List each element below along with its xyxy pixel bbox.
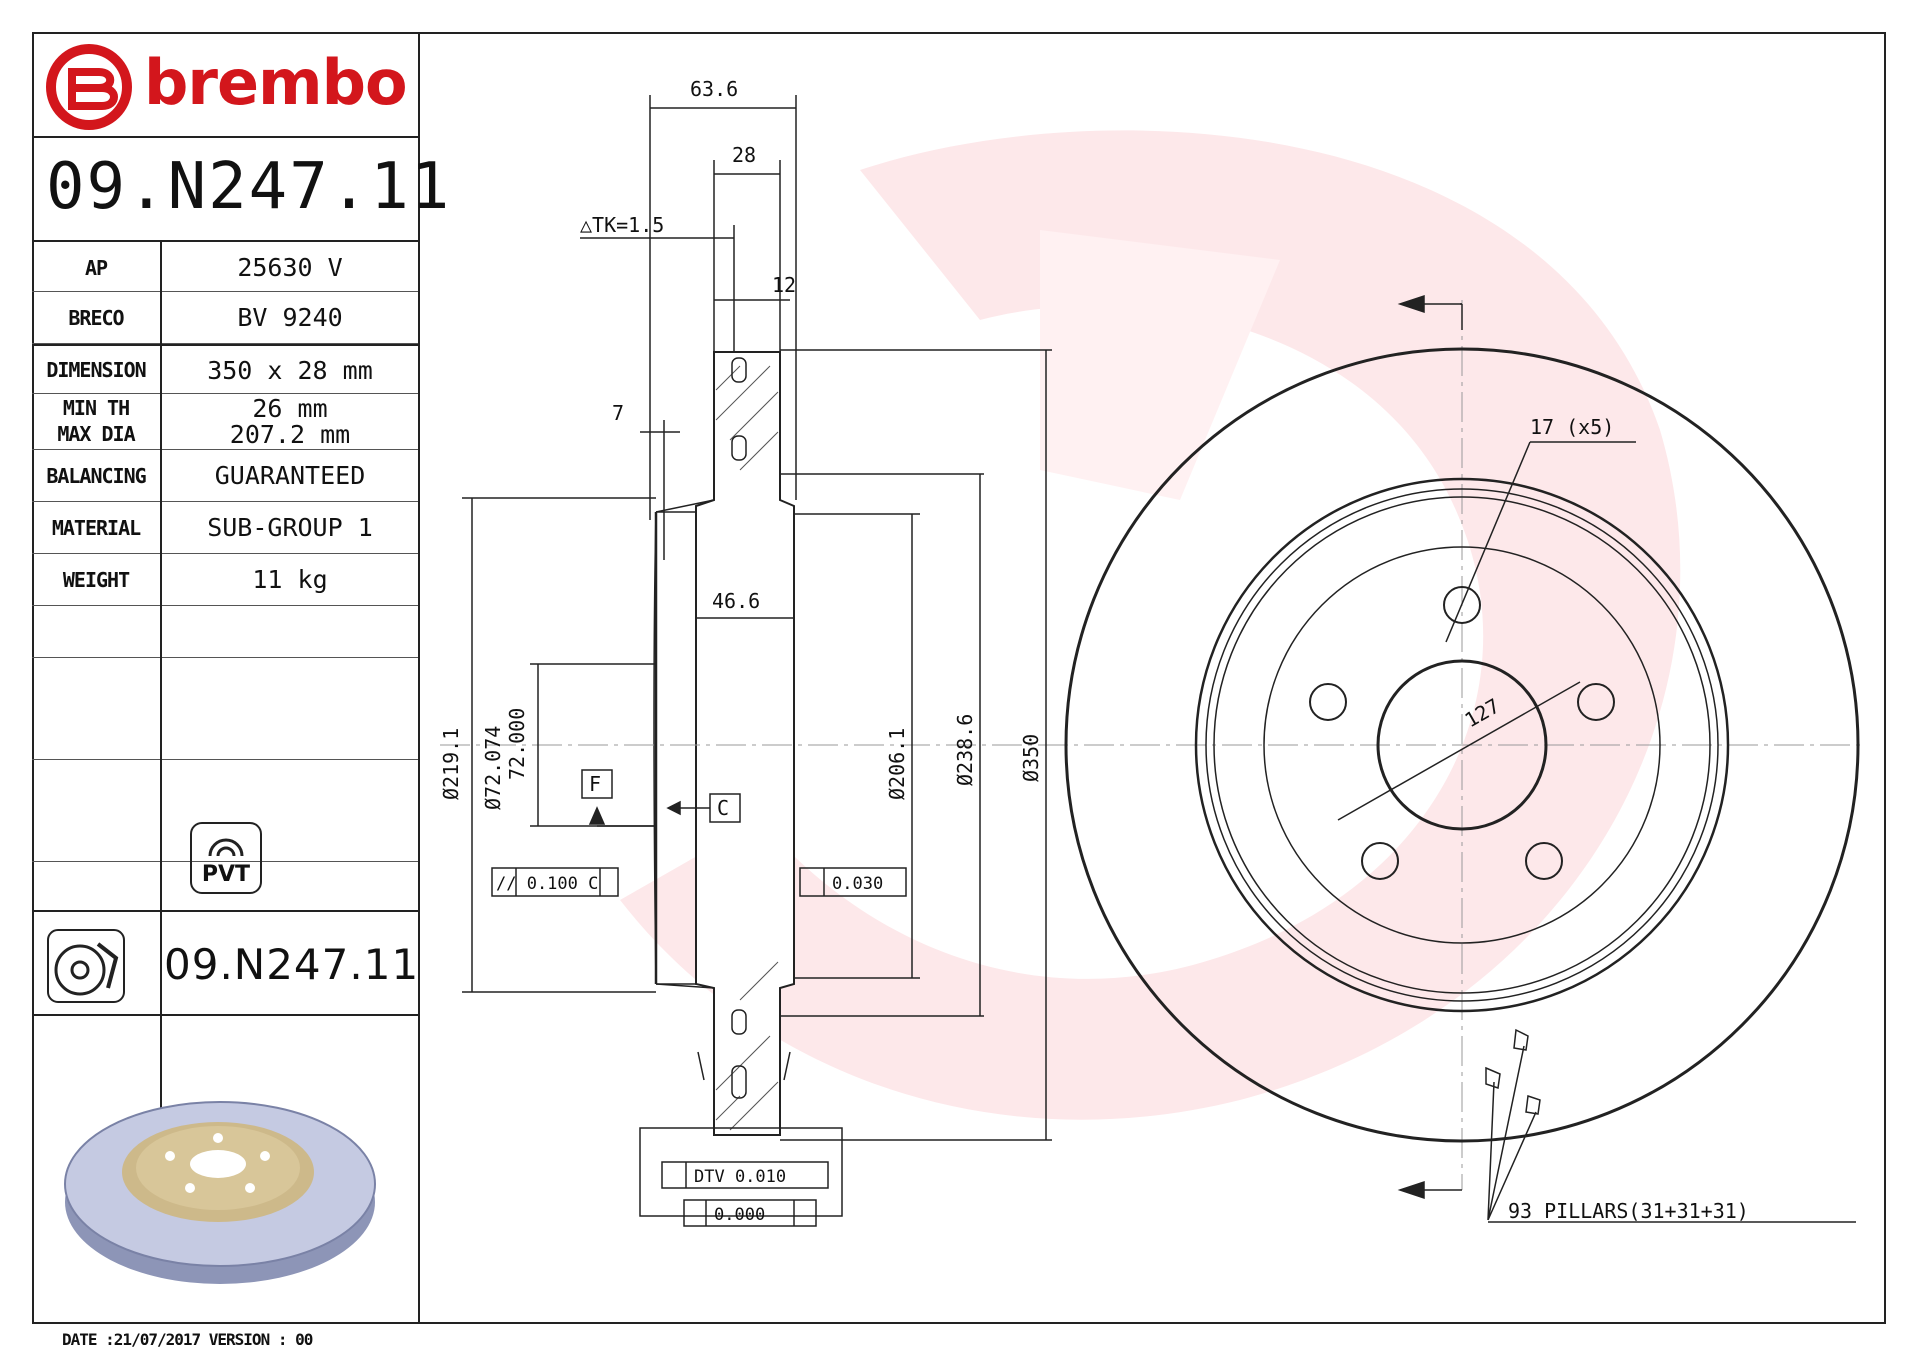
spec-value: 350 x 28 mm bbox=[207, 356, 373, 385]
spec-row-empty bbox=[32, 606, 418, 658]
dim-d206: Ø206.1 bbox=[885, 728, 909, 800]
spec-label: BRECO bbox=[68, 306, 124, 330]
spec-row-balancing: BALANCING GUARANTEED bbox=[32, 450, 418, 502]
spec-label: MIN TH bbox=[62, 396, 130, 420]
dim-d238: Ø238.6 bbox=[953, 714, 977, 786]
note-pillars: 93 PILLARS(31+31+31) bbox=[1508, 1199, 1749, 1223]
spec-label: BALANCING bbox=[46, 464, 146, 488]
pvt-icon bbox=[208, 838, 244, 857]
spec-row-empty bbox=[32, 658, 418, 760]
spec-row-min-th-max-dia: MIN TH MAX DIA 26 mm 207.2 mm bbox=[32, 394, 418, 450]
drawing-frame bbox=[32, 32, 1886, 1324]
brake-disc-icon bbox=[47, 929, 125, 1003]
spec-label: MATERIAL bbox=[51, 516, 141, 540]
dim-d350: Ø350 bbox=[1019, 734, 1043, 782]
dim-hat-offset: 7 bbox=[612, 401, 624, 425]
dim-d72-top: Ø72.074 bbox=[481, 726, 505, 810]
spec-row-pvt bbox=[32, 760, 418, 862]
dim-d72-bottom: 72.000 bbox=[505, 708, 529, 780]
datum-f: F bbox=[589, 772, 601, 796]
spec-value: SUB-GROUP 1 bbox=[207, 513, 373, 542]
spec-value: 11 kg bbox=[252, 565, 328, 594]
divider bbox=[32, 344, 418, 346]
spec-value: 207.2 mm bbox=[229, 420, 351, 449]
spec-value: 26 mm bbox=[252, 394, 328, 423]
divider bbox=[32, 910, 418, 912]
disc-photo bbox=[64, 1101, 376, 1284]
spec-value: GUARANTEED bbox=[214, 461, 366, 490]
date-label: DATE : bbox=[62, 1330, 115, 1349]
dim-pcd: 127 bbox=[1461, 693, 1504, 732]
dim-overall-width: 63.6 bbox=[690, 77, 738, 101]
tol-dtv: DTV 0.010 bbox=[694, 1167, 786, 1187]
brand-name: brembo bbox=[144, 46, 408, 119]
spec-row-weight: WEIGHT 11 kg bbox=[32, 554, 418, 606]
spec-label: MAX DIA bbox=[57, 422, 135, 446]
spec-label: AP bbox=[84, 256, 108, 280]
part-number-footer: 09.N247.11 bbox=[164, 940, 420, 989]
part-number-header: 09.N247.11 bbox=[32, 136, 449, 242]
brand-logo: brembo bbox=[32, 32, 418, 138]
version-label: VERSION : bbox=[208, 1330, 288, 1349]
spec-value: BV 9240 bbox=[237, 303, 343, 332]
spec-label: WEIGHT bbox=[62, 568, 130, 592]
spec-row-dimension: DIMENSION 350 x 28 mm bbox=[32, 346, 418, 394]
spec-label: DIMENSION bbox=[46, 358, 146, 382]
datum-c: C bbox=[717, 796, 729, 820]
dim-friction-width: 28 bbox=[732, 143, 756, 167]
spec-row-material: MATERIAL SUB-GROUP 1 bbox=[32, 502, 418, 554]
version-value: 00 bbox=[295, 1330, 313, 1349]
part-number: 09.N247.11 bbox=[46, 150, 452, 224]
spec-value: 25630 V bbox=[237, 253, 343, 282]
tol-flatness: 0.030 bbox=[832, 874, 883, 894]
divider bbox=[160, 240, 162, 1120]
date-value: 21/07/2017 bbox=[113, 1330, 201, 1349]
brembo-mark-icon bbox=[46, 44, 132, 130]
footer-date: DATE :21/07/2017 VERSION : 00 bbox=[62, 1330, 313, 1349]
spec-row-ap: AP 25630 V bbox=[32, 242, 418, 292]
dim-d219: Ø219.1 bbox=[439, 728, 463, 800]
dim-tk: △TK=1.5 bbox=[580, 213, 664, 237]
tol-runout: 0.000 bbox=[714, 1205, 765, 1225]
dim-inner-width: 46.6 bbox=[712, 589, 760, 613]
dim-flange: 12 bbox=[772, 273, 796, 297]
divider bbox=[32, 1014, 418, 1016]
title-block: brembo 09.N247.11 AP 25630 V BRECO BV 92… bbox=[32, 32, 449, 1324]
tol-parallel: // 0.100 C bbox=[496, 874, 598, 894]
pvt-badge: PVT bbox=[190, 822, 262, 894]
spec-row-breco: BRECO BV 9240 bbox=[32, 292, 418, 344]
dim-bolt-hole: 17 (x5) bbox=[1530, 415, 1614, 439]
pvt-label: PVT bbox=[201, 862, 251, 887]
